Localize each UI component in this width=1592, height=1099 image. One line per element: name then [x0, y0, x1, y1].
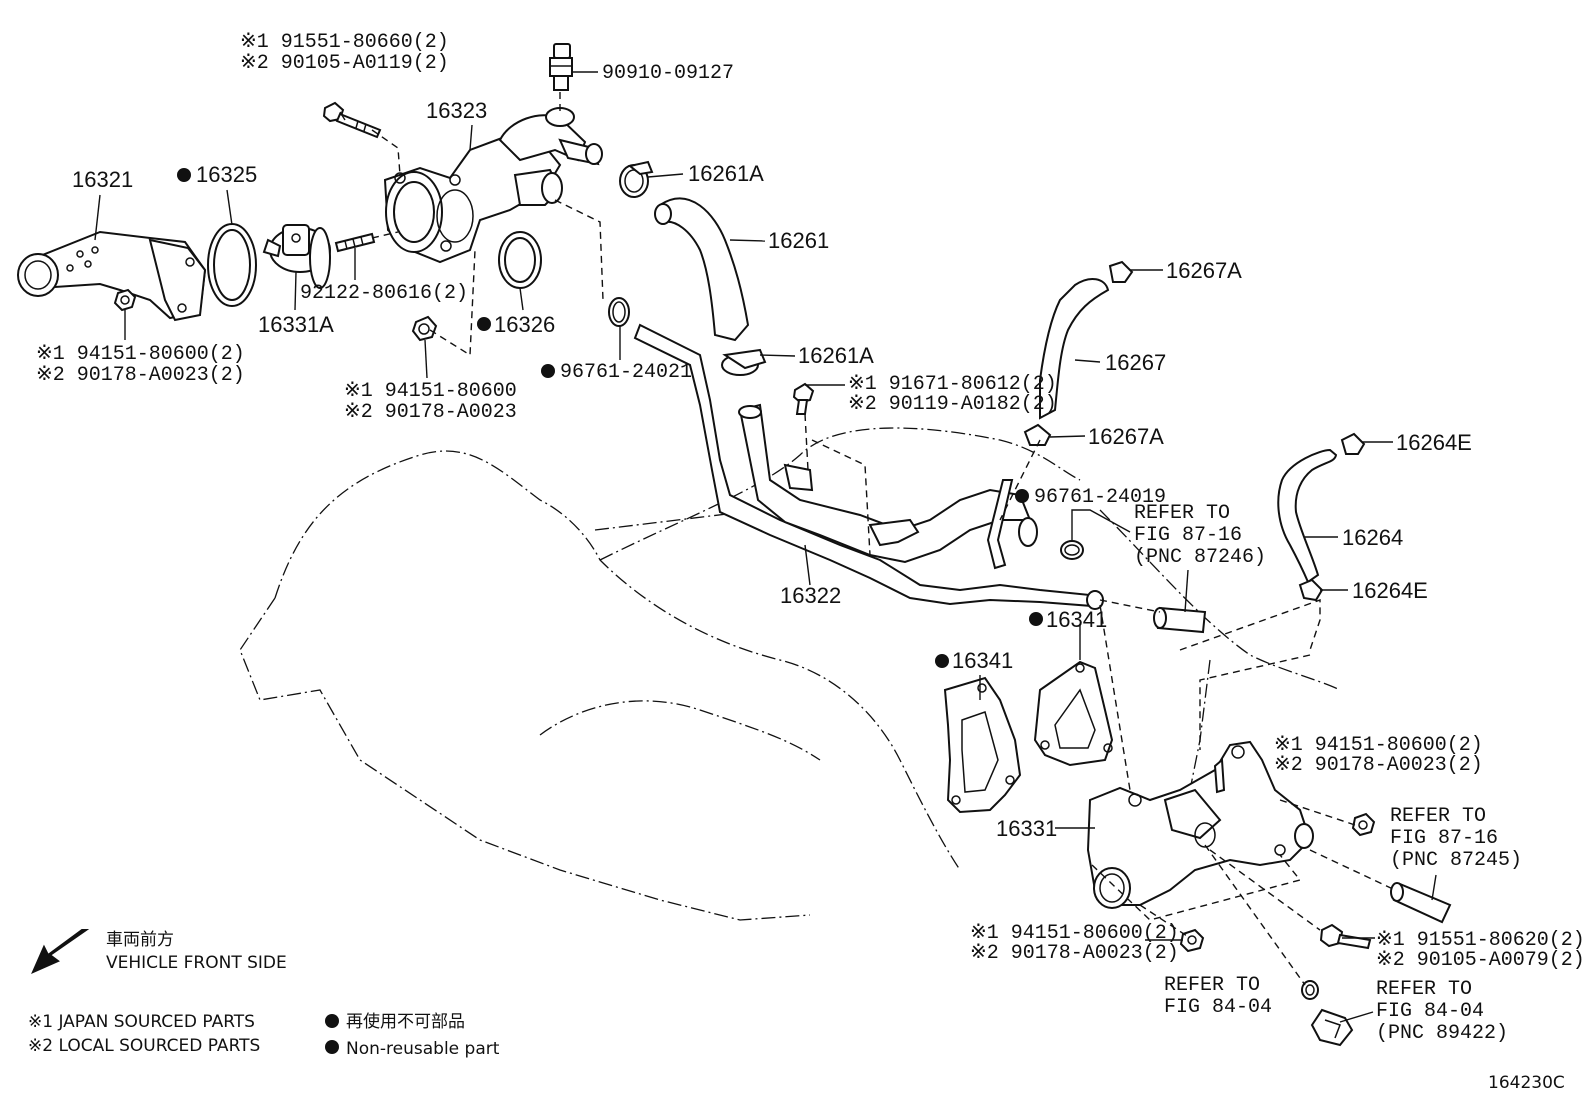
label-16325: 16325 — [196, 162, 257, 187]
label-16267: 16267 — [1105, 350, 1166, 375]
water-outlet-16323 — [383, 107, 603, 264]
refer-notes: REFER TO FIG 87-16 (PNC 87246) REFER TO … — [1134, 502, 1522, 1045]
label-16261A-mid: 16261A — [798, 343, 874, 368]
callouts: ※1 91551-80660(2) ※2 90105-A0119(2) ※1 9… — [36, 31, 1585, 972]
label-16341-right: 16341 — [1046, 607, 1107, 632]
nut-left — [113, 288, 137, 312]
bolt-top — [322, 101, 382, 139]
thermostat-16331A — [262, 224, 331, 289]
gasket-16326 — [498, 231, 542, 289]
callout-nut-right-bot-1: ※1 94151-80600(2) — [970, 922, 1179, 945]
callout-nut-mid-1: ※1 94151-80600 — [344, 380, 517, 403]
label-92122: 92122-80616(2) — [300, 282, 468, 305]
sensor-bottom — [1310, 1008, 1354, 1047]
label-16264E-top: 16264E — [1396, 430, 1472, 455]
oring-96761-24021 — [608, 297, 630, 327]
label-96761-24021: 96761-24021 — [560, 361, 692, 384]
gasket-16341-left — [943, 676, 1022, 814]
callout-bolt-mid-2: ※2 90119-A0182(2) — [848, 393, 1057, 416]
label-16321: 16321 — [72, 167, 133, 192]
hose-16264 — [1277, 448, 1338, 584]
label-16326: 16326 — [494, 312, 555, 337]
front-arrow-icon — [31, 929, 90, 974]
legend: 車両前方 VEHICLE FRONT SIDE ※1 JAPAN SOURCED… — [28, 929, 1565, 1093]
gasket-16341-right — [1033, 660, 1114, 767]
callout-bolt-mid-1: ※1 91671-80612(2) — [848, 373, 1057, 396]
legend-local-sourced: ※2 LOCAL SOURCED PARTS — [28, 1036, 260, 1056]
refer-8404b-line3: (PNC 89422) — [1376, 1022, 1508, 1045]
clamp-16261A-mid — [721, 348, 767, 376]
label-16267A-bot: 16267A — [1088, 424, 1164, 449]
callout-nut-right-bot-2: ※2 90178-A0023(2) — [970, 942, 1179, 965]
bolt-mid — [792, 382, 815, 415]
clamp-16261A-top — [619, 160, 654, 198]
ring-bottom — [1301, 980, 1319, 1000]
gasket-16325 — [207, 223, 257, 307]
refer-hose-87245 — [1390, 882, 1452, 924]
label-16264E-bot: 16264E — [1352, 578, 1428, 603]
label-16267A-top: 16267A — [1166, 258, 1242, 283]
refer-87246-line2: FIG 87-16 — [1134, 524, 1242, 547]
legend-japan-sourced: ※1 JAPAN SOURCED PARTS — [28, 1012, 255, 1032]
refer-8404b-line1: REFER TO — [1376, 978, 1472, 1001]
label-96761-24019: 96761-24019 — [1034, 486, 1166, 509]
callout-nut-right-top-2: ※2 90178-A0023(2) — [1274, 754, 1483, 777]
sensor-90910 — [549, 43, 573, 91]
stud-92122 — [334, 232, 376, 253]
label-90910-09127: 90910-09127 — [602, 62, 734, 85]
refer-8404a-line1: REFER TO — [1164, 974, 1260, 997]
clamp-16267A-top — [1108, 260, 1134, 283]
refer-87245-line2: FIG 87-16 — [1390, 827, 1498, 850]
label-16264: 16264 — [1342, 525, 1403, 550]
callout-bolt-top-1: ※1 91551-80660(2) — [240, 31, 449, 54]
clamp-16264E-bot — [1298, 578, 1324, 602]
label-16331: 16331 — [996, 816, 1057, 841]
bolt-right — [1319, 923, 1372, 950]
nonreusable-dots — [177, 168, 1043, 1054]
refer-8404b-line2: FIG 84-04 — [1376, 1000, 1484, 1023]
label-16323: 16323 — [426, 98, 487, 123]
nut-mid — [411, 315, 438, 342]
part-labels: 16321 16325 16323 16331A 16326 90910-091… — [72, 62, 1472, 841]
callout-nut-right-top-1: ※1 94151-80600(2) — [1274, 734, 1483, 757]
clamp-16264E-top — [1340, 432, 1366, 455]
hose-16267 — [1039, 278, 1110, 420]
label-16331A: 16331A — [258, 312, 334, 337]
callout-bolt-right-1: ※1 91551-80620(2) — [1376, 929, 1585, 952]
refer-87245-line3: (PNC 87245) — [1390, 849, 1522, 872]
callout-bolt-top-2: ※2 90105-A0119(2) — [240, 52, 449, 75]
refer-hose-87246 — [1153, 606, 1207, 634]
clamp-16267A-bot — [1023, 423, 1052, 446]
legend-front-jp: 車両前方 — [106, 930, 174, 950]
label-16261: 16261 — [768, 228, 829, 253]
callout-nut-mid-2: ※2 90178-A0023 — [344, 401, 517, 424]
refer-8404a-line2: FIG 84-04 — [1164, 996, 1272, 1019]
legend-nonreuse-en: Non-reusable part — [346, 1039, 500, 1059]
water-inlet-16321 — [17, 230, 207, 322]
callout-bolt-right-2: ※2 90105-A0079(2) — [1376, 949, 1585, 972]
callout-nut-left-1: ※1 94151-80600(2) — [36, 343, 245, 366]
legend-nonreuse-jp: 再使用不可部品 — [346, 1011, 465, 1032]
callout-nut-left-2: ※2 90178-A0023(2) — [36, 364, 245, 387]
hose-16261 — [654, 197, 750, 342]
nut-right-bot — [1179, 928, 1205, 953]
label-16341-left: 16341 — [952, 648, 1013, 673]
legend-front-en: VEHICLE FRONT SIDE — [106, 953, 287, 973]
bypass-pipe-16322 — [633, 323, 1104, 610]
refer-87245-line1: REFER TO — [1390, 805, 1486, 828]
refer-87246-line3: (PNC 87246) — [1134, 546, 1266, 569]
label-16261A-top: 16261A — [688, 161, 764, 186]
label-16322: 16322 — [780, 583, 841, 608]
refer-87246-line1: REFER TO — [1134, 502, 1230, 525]
nut-right-top — [1351, 812, 1376, 837]
leader-lines — [94, 71, 1437, 1023]
water-inlet-housing-16331 — [1086, 740, 1314, 909]
dashed-lines — [371, 92, 1396, 986]
oring-96761-24019 — [1060, 540, 1084, 560]
figure-code: 164230C — [1488, 1073, 1565, 1093]
